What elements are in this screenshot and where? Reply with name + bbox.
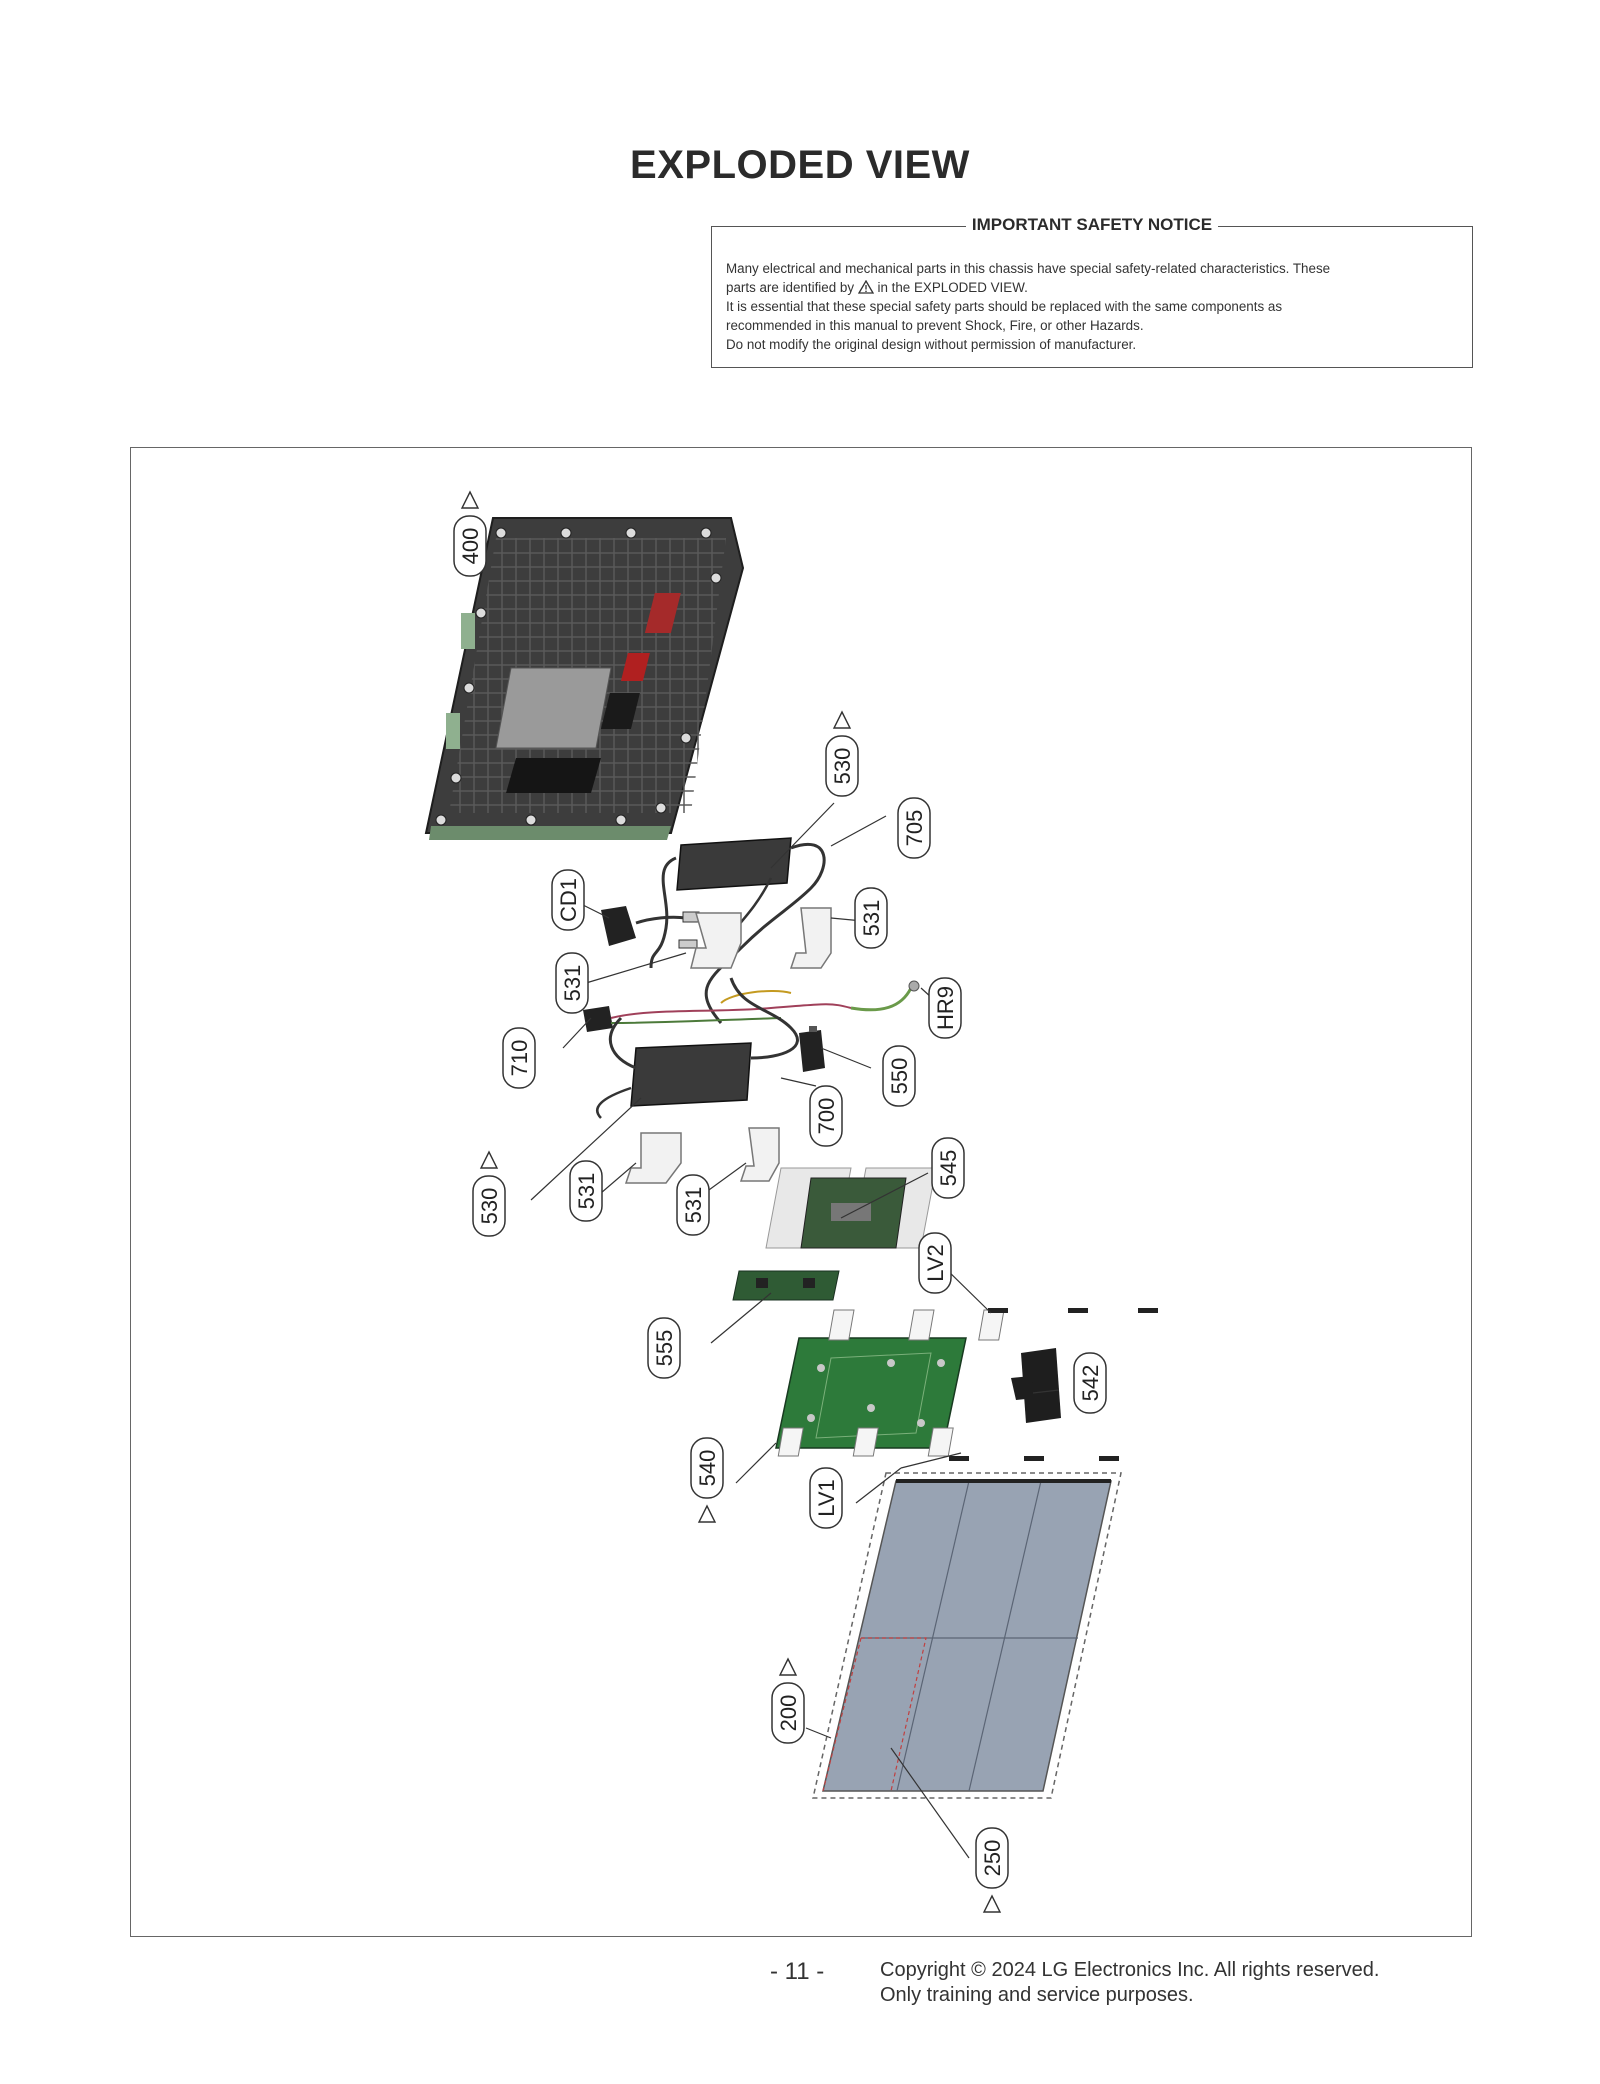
cd1-connector [601,906,700,949]
callout-label: 531 [560,965,585,1002]
lv1-cables [777,1427,1119,1461]
safety-warning-icon [832,710,852,729]
copyright-line-1: Copyright © 2024 LG Electronics Inc. All… [880,1959,1380,1981]
callout-frame [647,1317,681,1379]
safety-notice-box: IMPORTANT SAFETY NOTICE Many electrical … [711,215,1473,368]
callout-label: 545 [936,1150,961,1187]
copyright-notice: Copyright © 2024 LG Electronics Inc. All… [880,1958,1379,2008]
terminal-block [799,1026,825,1072]
safety-notice-text: Many electrical and mechanical parts in … [726,259,1458,354]
display-module [812,1472,1122,1799]
callout-frame [854,887,888,949]
callout-550-8: 550 [882,1045,916,1107]
safety-warning-icon [697,1504,717,1523]
ac-adapter-lower [596,977,799,1119]
copyright-line-2: Only training and service purposes. [880,1984,1194,2006]
callout-710-7: 710 [502,1027,536,1089]
callout-label: 250 [980,1840,1005,1877]
callout-label: 200 [776,1695,801,1732]
callout-label: 705 [902,810,927,847]
callout-531-4: 531 [854,887,888,949]
callout-lv2-14: LV2 [918,1232,952,1294]
callout-label: 555 [652,1330,677,1367]
callout-label: 542 [1078,1365,1103,1402]
safety-warning-icon [982,1894,1002,1913]
callout-540-17: 540 [690,1437,724,1523]
page-number: - 11 - [770,1958,825,1985]
callout-705-2: 705 [897,797,931,859]
callout-label: 400 [458,528,483,565]
callout-hr9-6: HR9 [928,977,962,1039]
callout-frame [809,1085,843,1147]
callout-frame [569,1160,603,1222]
callout-frame [809,1467,843,1529]
safety-warning-icon [857,280,874,294]
safety-warning-icon [460,490,480,509]
callout-400-0: 400 [453,490,487,577]
callout-545-13: 545 [931,1137,965,1199]
callout-frame [472,1175,506,1237]
callout-label: 710 [507,1040,532,1077]
callout-frame [1073,1352,1107,1414]
callout-label: 700 [814,1098,839,1135]
callout-label: CD1 [556,878,581,922]
callout-250-20: 250 [975,1827,1009,1913]
callout-label: 540 [695,1450,720,1487]
callout-frame [453,515,487,577]
safety-notice-heading: IMPORTANT SAFETY NOTICE [965,215,1219,234]
callout-label: HR9 [933,986,958,1030]
notice-line-2b: in the EXPLODED VIEW. [877,280,1028,295]
callout-700-9: 700 [809,1085,843,1147]
callout-555-15: 555 [647,1317,681,1379]
sub-board-assembly [765,1167,937,1249]
notice-line-4: recommended in this manual to prevent Sh… [726,318,1144,333]
callout-531-11: 531 [569,1160,603,1222]
callout-frame [975,1827,1009,1889]
small-board [732,1270,840,1301]
callout-542-16: 542 [1073,1352,1107,1414]
callout-label: 531 [574,1173,599,1210]
notice-line-2a: parts are identified by [726,280,855,295]
callout-531-5: 531 [555,952,589,1014]
callout-label: LV2 [923,1244,948,1282]
callout-frame [690,1437,724,1499]
callout-frame [502,1027,536,1089]
callout-frame [928,977,962,1039]
safety-warning-icon [479,1150,499,1169]
callout-frame [555,952,589,1014]
callout-cd1-3: CD1 [551,869,585,931]
callout-frame [825,735,859,797]
page-title: EXPLODED VIEW [630,143,970,187]
exploded-view-drawing: 400530705CD1531531HR97105507005305315315… [424,490,1158,1913]
callout-frame [918,1232,952,1294]
callout-frame [931,1137,965,1199]
callout-530-1: 530 [825,710,859,797]
callout-label: 531 [859,900,884,937]
notice-line-1: Many electrical and mechanical parts in … [726,261,1331,276]
lv2-cables [828,1308,1158,1341]
back-cover-chassis [424,517,745,840]
callout-label: 531 [681,1187,706,1224]
cable-holder-brackets [624,907,832,1184]
callout-frame [897,797,931,859]
notice-line-5: Do not modify the original design withou… [726,337,1137,352]
callout-frame [551,869,585,931]
callout-531-12: 531 [676,1174,710,1236]
callout-label: LV1 [814,1479,839,1517]
lvds-bracket [1011,1348,1061,1423]
callout-lv1-18: LV1 [809,1467,843,1529]
safety-warning-icon [778,1657,798,1676]
notice-line-3: It is essential that these special safet… [726,299,1283,314]
callout-530-10: 530 [472,1150,506,1237]
wire-harness [583,980,920,1032]
callout-label: 530 [830,748,855,785]
callout-frame [882,1045,916,1107]
callout-label: 550 [887,1058,912,1095]
callout-frame [676,1174,710,1236]
callout-label: 530 [477,1188,502,1225]
callout-200-19: 200 [771,1657,805,1744]
callout-frame [771,1682,805,1744]
